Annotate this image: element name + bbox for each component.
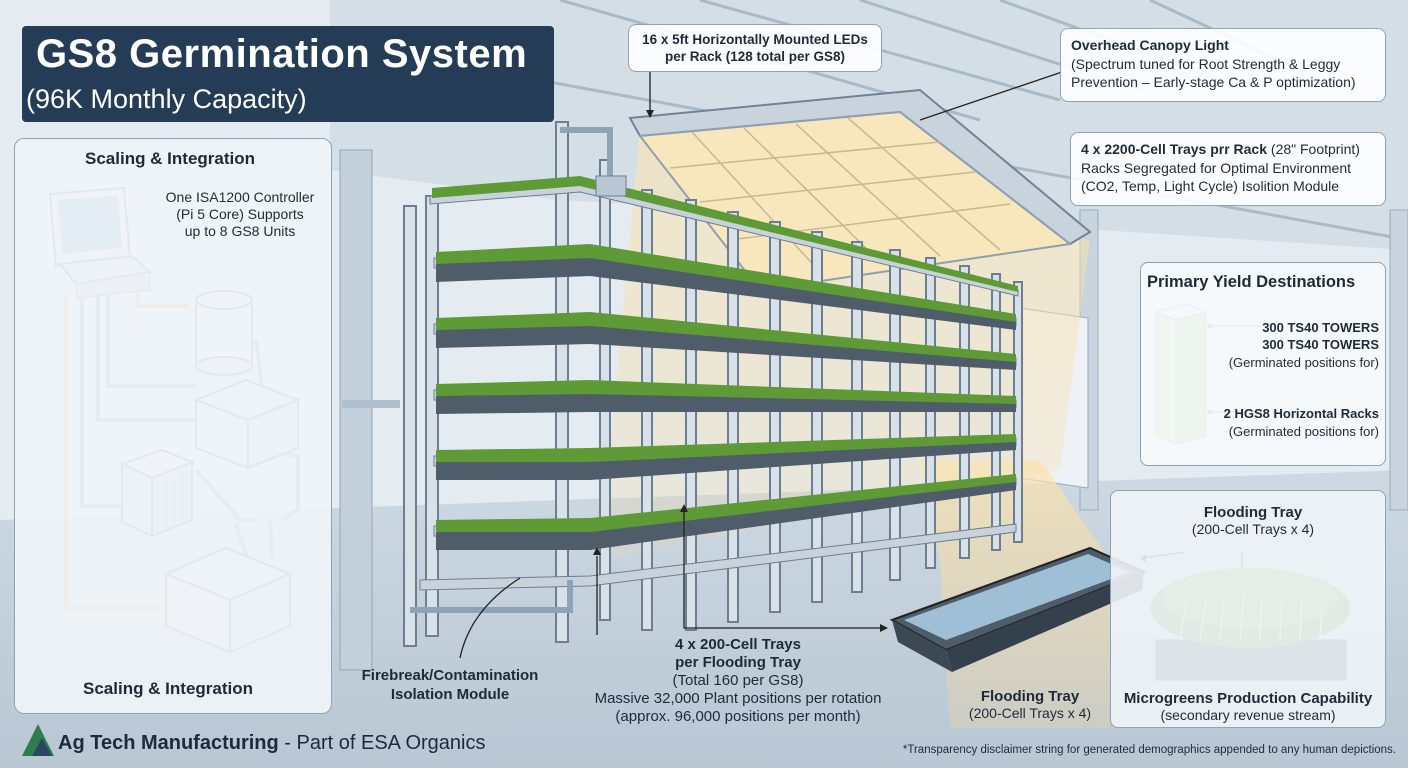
firebreak-callout: Firebreak/Contamination Isolation Module [361,667,539,703]
yield-heading: Primary Yield Destinations [1147,273,1356,291]
flood-trays-callout: 4 x 200-Cell Trays per Flooding Tray (To… [594,636,882,725]
shelf-levels [419,176,1019,591]
flooding-tray-top-label: Flooding Tray (200-Cell Trays x 4) [1191,504,1315,537]
canopy-callout: Overhead Canopy Light (Spectrum tuned fo… [1060,28,1386,102]
microgreens-label: Microgreens Production Capability (secon… [1123,690,1373,723]
trays-rack-callout: 4 x 2200-Cell Trays prr Rack (28" Footpr… [1070,132,1386,206]
brand-footer: Ag Tech Manufacturing - Part of ESA Orga… [58,732,486,754]
led-callout: 16 x 5ft Horizontally Mounted LEDs per R… [628,24,882,72]
controller-label: One ISA1200 Controller (Pi 5 Core) Suppo… [165,189,315,239]
disclaimer-text: *Transparency disclaimer string for gene… [902,744,1396,756]
flooding-tray-label: Flooding Tray (200-Cell Trays x 4) [968,688,1092,721]
panel-heading-bottom: Scaling & Integration [83,679,254,698]
page-title: GS8 Germination System [36,32,528,76]
page-subtitle: (96K Monthly Capacity) [22,82,315,119]
panel-heading-top: Scaling & Integration [85,149,256,168]
germination-rack [403,121,1023,647]
ag-tech-logo [22,724,54,756]
scaling-integration-panel: Scaling & Integration One ISA1200 Contro… [14,138,332,714]
yield-destinations-panel: Primary Yield Destinations 300 TS40 TOWE… [1140,262,1386,466]
flooding-microgreens-panel [1110,490,1386,728]
flooding-tray [889,546,1147,672]
canopy-light [628,88,1092,292]
